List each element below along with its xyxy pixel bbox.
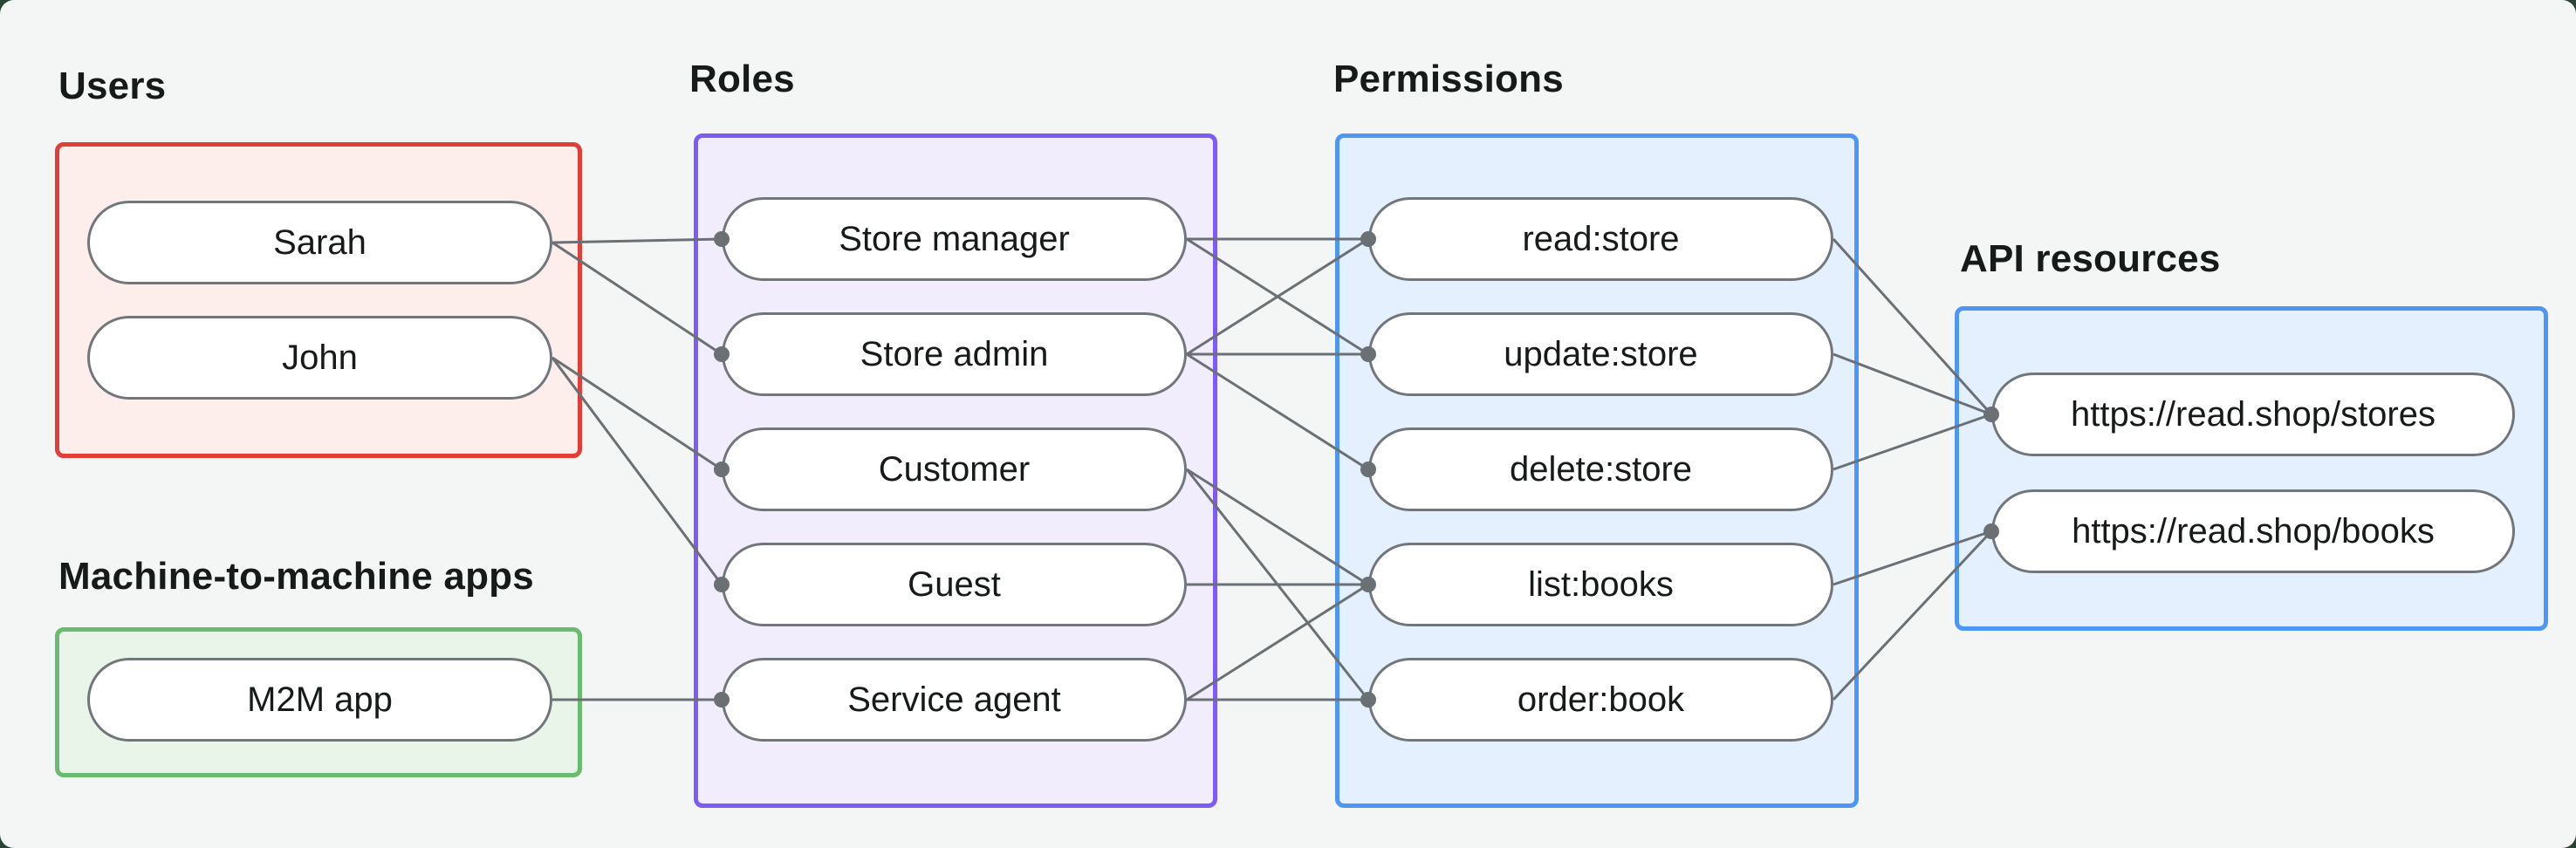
permissions-group-title: Permissions [1333, 58, 1564, 100]
node-role-store-admin: Store admin [722, 312, 1187, 396]
node-api-resource-stores: https://read.shop/stores [1991, 373, 2515, 456]
api-resources-group-box [1955, 306, 2548, 631]
node-permission-update-store: update:store [1368, 312, 1833, 396]
node-role-store-manager: Store manager [722, 197, 1187, 281]
users-group-box [55, 142, 582, 458]
api-resources-group-title: API resources [1960, 237, 2221, 280]
users-group-title: Users [58, 65, 167, 107]
node-user-john: John [87, 316, 552, 400]
node-api-resource-books: https://read.shop/books [1991, 489, 2515, 573]
node-role-service-agent: Service agent [722, 658, 1187, 742]
node-permission-delete-store: delete:store [1368, 427, 1833, 511]
node-m2m-app: M2M app [87, 658, 552, 742]
node-permission-order-book: order:book [1368, 658, 1833, 742]
m2m-group-title: Machine-to-machine apps [58, 555, 534, 598]
node-user-sarah: Sarah [87, 201, 552, 284]
roles-group-title: Roles [689, 58, 795, 100]
node-role-guest: Guest [722, 543, 1187, 626]
node-role-customer: Customer [722, 427, 1187, 511]
node-permission-list-books: list:books [1368, 543, 1833, 626]
node-permission-read-store: read:store [1368, 197, 1833, 281]
